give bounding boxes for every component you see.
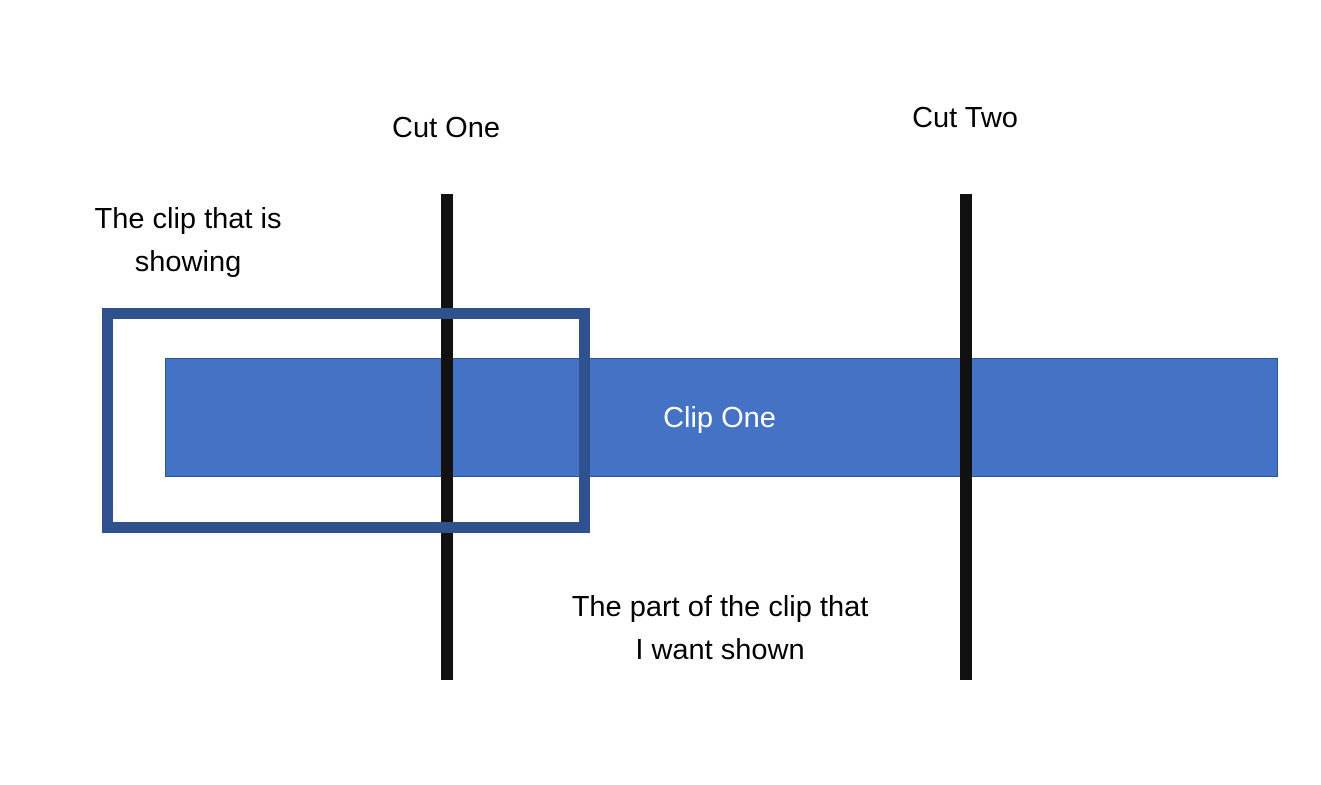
wanted-part-label-line1: The part of the clip that bbox=[571, 591, 869, 623]
wanted-part-label-line2: I want shown bbox=[635, 634, 805, 666]
showing-clip-label-line1: The clip that is bbox=[94, 203, 282, 235]
showing-clip-label: The clip that is showing bbox=[68, 198, 308, 284]
showing-clip-label-line2: showing bbox=[134, 246, 242, 278]
showing-clip-box bbox=[102, 308, 590, 533]
cut-two-label: Cut Two bbox=[912, 102, 1018, 134]
clip-one-bar: Clip One bbox=[165, 358, 1278, 477]
clip-one-label-container: Clip One bbox=[166, 359, 1279, 478]
cut-one-label: Cut One bbox=[392, 112, 500, 144]
cut-two-line bbox=[960, 194, 972, 680]
clip-one-label: Clip One bbox=[663, 402, 776, 434]
wanted-part-label: The part of the clip that I want shown bbox=[520, 586, 920, 672]
